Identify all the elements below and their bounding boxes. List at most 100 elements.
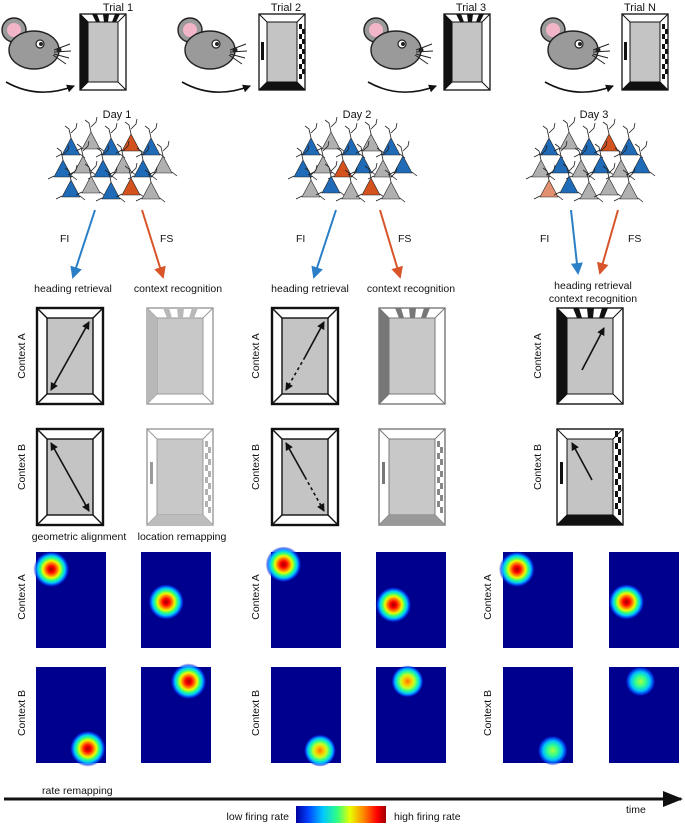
neuron-icon	[307, 140, 338, 177]
trial-label: Trial 2	[271, 2, 301, 14]
arena-icon	[443, 13, 491, 91]
neuron-icon	[315, 160, 346, 197]
readout-arrows	[70, 209, 619, 279]
fs-arrow	[141, 209, 166, 279]
trial-label: Trial 3	[456, 2, 486, 14]
location-remapping-label: location remapping	[138, 531, 227, 543]
arena-fi-day2-a	[270, 306, 340, 406]
arena-icon	[258, 13, 306, 91]
arena-day3-b	[556, 428, 624, 526]
arena-icon	[79, 13, 127, 91]
firing-map	[503, 667, 573, 766]
neuron-icon	[533, 122, 564, 159]
neuron-icon	[613, 122, 644, 159]
arena-fs-day2-b	[378, 428, 446, 526]
turn-arrow	[544, 81, 614, 93]
turn-arrow	[367, 81, 437, 93]
heading-vector-uncertain	[285, 356, 306, 391]
fi-arrow	[570, 209, 583, 275]
fs-label: FS	[628, 233, 641, 245]
firing-map	[376, 665, 446, 763]
neuron-icon	[295, 164, 326, 201]
firing-map	[499, 551, 573, 648]
day-label: Day 1	[103, 109, 132, 121]
colorbar: low firing rate high firing rate	[227, 806, 461, 823]
place-field	[148, 583, 185, 620]
context-a-label: Context A	[250, 574, 262, 620]
neuron-icon	[335, 122, 366, 159]
fs-label: FS	[160, 233, 173, 245]
context-recognition-label: context recognition	[367, 283, 455, 295]
neuron-icon	[355, 118, 386, 155]
neuron-icon	[335, 166, 366, 203]
neuron-icon	[525, 144, 556, 181]
heading-retrieval-label: heading retrieval	[271, 283, 349, 295]
day-label: Day 2	[343, 109, 372, 121]
firing-map	[265, 546, 341, 648]
colorbar-gradient	[296, 806, 386, 823]
heading-retrieval-label: heading retrieval	[554, 280, 632, 292]
neuron-icon	[387, 140, 418, 177]
place-field	[69, 730, 106, 767]
fi-arrow	[311, 209, 337, 279]
neuron-icon	[95, 166, 126, 203]
context-recognition-label: context recognition	[134, 283, 222, 295]
turn-arrow	[181, 81, 251, 93]
firing-map	[141, 552, 211, 648]
fs-arrow	[379, 209, 403, 279]
place-field	[170, 663, 207, 700]
heading-vector	[50, 442, 90, 512]
context-b-label: Context B	[16, 444, 28, 490]
neuron-icon	[67, 140, 98, 177]
firing-map	[36, 667, 106, 767]
neuron-icon	[375, 166, 406, 203]
arena-fs-day2-a	[378, 307, 446, 405]
trial-row: Trial 1 Trial 2 Trial 3 Trial N	[1, 2, 669, 93]
firing-map	[375, 552, 446, 648]
neuron-icon	[375, 122, 406, 159]
fi-label: FI	[60, 233, 69, 245]
neuron-icon	[135, 122, 166, 159]
arena-fs-day1-a	[146, 307, 214, 405]
firing-map	[609, 666, 679, 763]
colorbar-low-label: low firing rate	[227, 811, 290, 823]
context-b-label: Context B	[250, 444, 262, 490]
neuron-cluster-day3	[525, 116, 656, 203]
neuron-icon	[327, 144, 358, 181]
neuron-icon	[573, 166, 604, 203]
neuron-icon	[47, 144, 78, 181]
place-field	[499, 551, 535, 588]
neuron-icon	[593, 118, 624, 155]
place-field	[608, 583, 645, 620]
neuron-icon	[135, 166, 166, 203]
time-label: time	[626, 804, 646, 816]
firing-map	[271, 667, 341, 767]
place-field	[33, 551, 70, 588]
place-field	[375, 586, 412, 623]
fi-label: FI	[296, 233, 305, 245]
neuron-icon	[605, 144, 636, 181]
firing-map	[33, 551, 106, 648]
heading-vector	[571, 442, 593, 481]
neuron-icon	[613, 166, 644, 203]
place-field	[304, 734, 336, 767]
rate-remapping-label: rate remapping	[42, 785, 113, 797]
neuron-icon	[295, 122, 326, 159]
neuron-icon	[95, 122, 126, 159]
neuron-icon	[625, 140, 656, 177]
context-b-label: Context B	[482, 690, 494, 736]
neuron-cluster-day2	[287, 116, 418, 203]
neuron-icon	[367, 144, 398, 181]
neuron-icon	[55, 164, 86, 201]
fs-arrow	[596, 209, 619, 275]
neuron-icon	[533, 164, 564, 201]
heading-vector-uncertain	[304, 476, 325, 512]
mouse-icon	[363, 17, 434, 70]
geometric-alignment-label: geometric alignment	[32, 531, 127, 543]
heading-retrieval-label: heading retrieval	[34, 283, 112, 295]
firing-map	[141, 663, 211, 763]
heading-vector	[581, 327, 605, 371]
mouse-icon	[1, 17, 72, 70]
context-a-label: Context A	[16, 574, 28, 620]
fi-label: FI	[540, 233, 549, 245]
